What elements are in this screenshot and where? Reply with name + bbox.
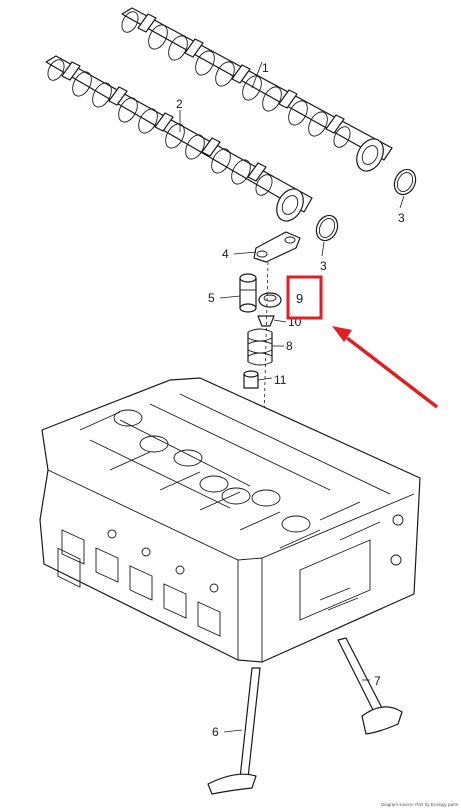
label-2: 2: [176, 97, 183, 111]
seal-ring-upper: [393, 168, 417, 196]
valve-stem-seal: [243, 370, 259, 389]
label-11: 11: [274, 373, 287, 387]
label-8: 8: [286, 339, 293, 353]
cylinder-head: [39, 377, 421, 663]
intake-valve: [207, 667, 261, 795]
footer-credit: Diagram source: Part by Ecology parts: [381, 802, 459, 807]
label-5: 5: [208, 291, 215, 305]
highlight-arrow: [332, 326, 439, 409]
camshaft-2: [45, 55, 313, 222]
exhaust-valve: [337, 637, 403, 735]
label-4: 4: [222, 247, 229, 261]
valve-spring: [247, 328, 273, 366]
label-1: 1: [262, 61, 269, 75]
seal-ring-lower: [315, 214, 339, 242]
spring-retainer: [257, 315, 275, 327]
label-3-lower: 3: [320, 259, 327, 273]
label-9: 9: [296, 291, 303, 306]
hydraulic-lash-adjuster: [239, 273, 257, 313]
valve-cap: [258, 292, 282, 308]
label-7: 7: [374, 674, 381, 688]
rocker-arm: [253, 231, 301, 263]
label-3-upper: 3: [398, 211, 405, 225]
label-6: 6: [212, 725, 219, 739]
camshaft-1: [121, 7, 393, 172]
highlight-box: [286, 275, 323, 320]
